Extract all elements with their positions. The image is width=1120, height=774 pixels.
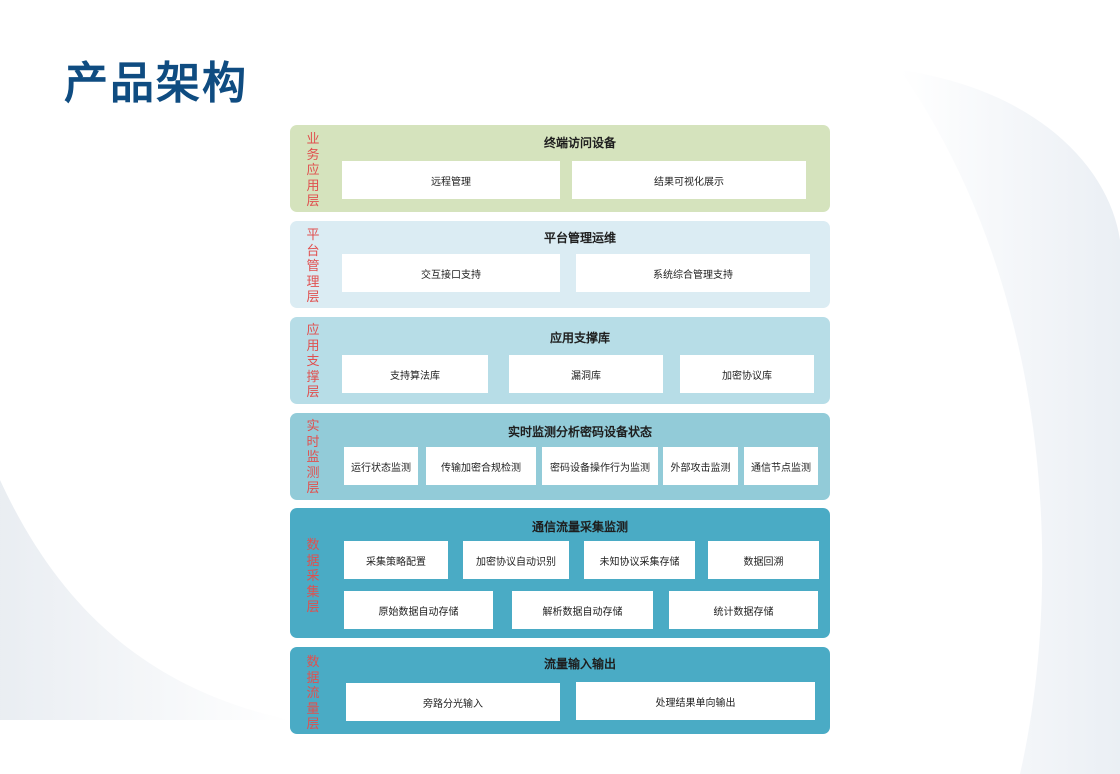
- layer-label: 业务应用层: [306, 132, 320, 209]
- module-box: 运行状态监测: [344, 447, 418, 485]
- layer-label: 数据流量层: [306, 655, 320, 732]
- module-box: 采集策略配置: [344, 541, 448, 579]
- layer-business-application: 业务应用层 终端访问设备 远程管理 结果可视化展示: [290, 125, 830, 212]
- module-box: 旁路分光输入: [346, 683, 560, 721]
- module-box: 外部攻击监测: [663, 447, 738, 485]
- layer-heading: 平台管理运维: [543, 231, 616, 245]
- module-box: 加密协议自动识别: [463, 541, 569, 579]
- module-box: 统计数据存储: [669, 591, 818, 629]
- module-box: 漏洞库: [509, 355, 663, 393]
- module-box: 处理结果单向输出: [576, 682, 815, 720]
- module-box: 解析数据自动存储: [512, 591, 653, 629]
- module-box: 支持算法库: [342, 355, 488, 393]
- module-box: 未知协议采集存储: [584, 541, 695, 579]
- layer-heading: 流量输入输出: [543, 657, 616, 671]
- layer-label: 数据采集层: [306, 538, 320, 615]
- layer-application-support: 应用支撑层 应用支撑库 支持算法库 漏洞库 加密协议库: [290, 317, 830, 404]
- layer-heading: 实时监测分析密码设备状态: [507, 425, 652, 439]
- module-box: 远程管理: [342, 161, 560, 199]
- module-box: 数据回溯: [708, 541, 819, 579]
- layer-label: 应用支撑层: [306, 323, 320, 400]
- module-box: 系统综合管理支持: [576, 254, 810, 292]
- layer-heading: 终端访问设备: [543, 136, 616, 150]
- layer-data-traffic: 数据流量层 流量输入输出 旁路分光输入 处理结果单向输出: [290, 647, 830, 734]
- module-box: 结果可视化展示: [572, 161, 806, 199]
- page-title: 产品架构: [64, 58, 248, 109]
- module-box: 原始数据自动存储: [344, 591, 493, 629]
- module-box: 密码设备操作行为监测: [542, 447, 658, 485]
- module-box: 传输加密合规检测: [426, 447, 536, 485]
- layer-realtime-monitoring: 实时监测层 实时监测分析密码设备状态 运行状态监测 传输加密合规检测 密码设备操…: [290, 413, 830, 500]
- layer-heading: 应用支撑库: [549, 331, 610, 345]
- layer-label: 实时监测层: [306, 419, 320, 496]
- layer-label: 平台管理层: [306, 228, 320, 305]
- module-box: 加密协议库: [680, 355, 814, 393]
- layer-platform-management: 平台管理层 平台管理运维 交互接口支持 系统综合管理支持: [290, 221, 830, 308]
- module-box: 通信节点监测: [744, 447, 818, 485]
- layer-heading: 通信流量采集监测: [531, 520, 628, 534]
- layer-data-collection: 数据采集层 通信流量采集监测 采集策略配置 加密协议自动识别 未知协议采集存储 …: [290, 508, 830, 638]
- module-box: 交互接口支持: [342, 254, 560, 292]
